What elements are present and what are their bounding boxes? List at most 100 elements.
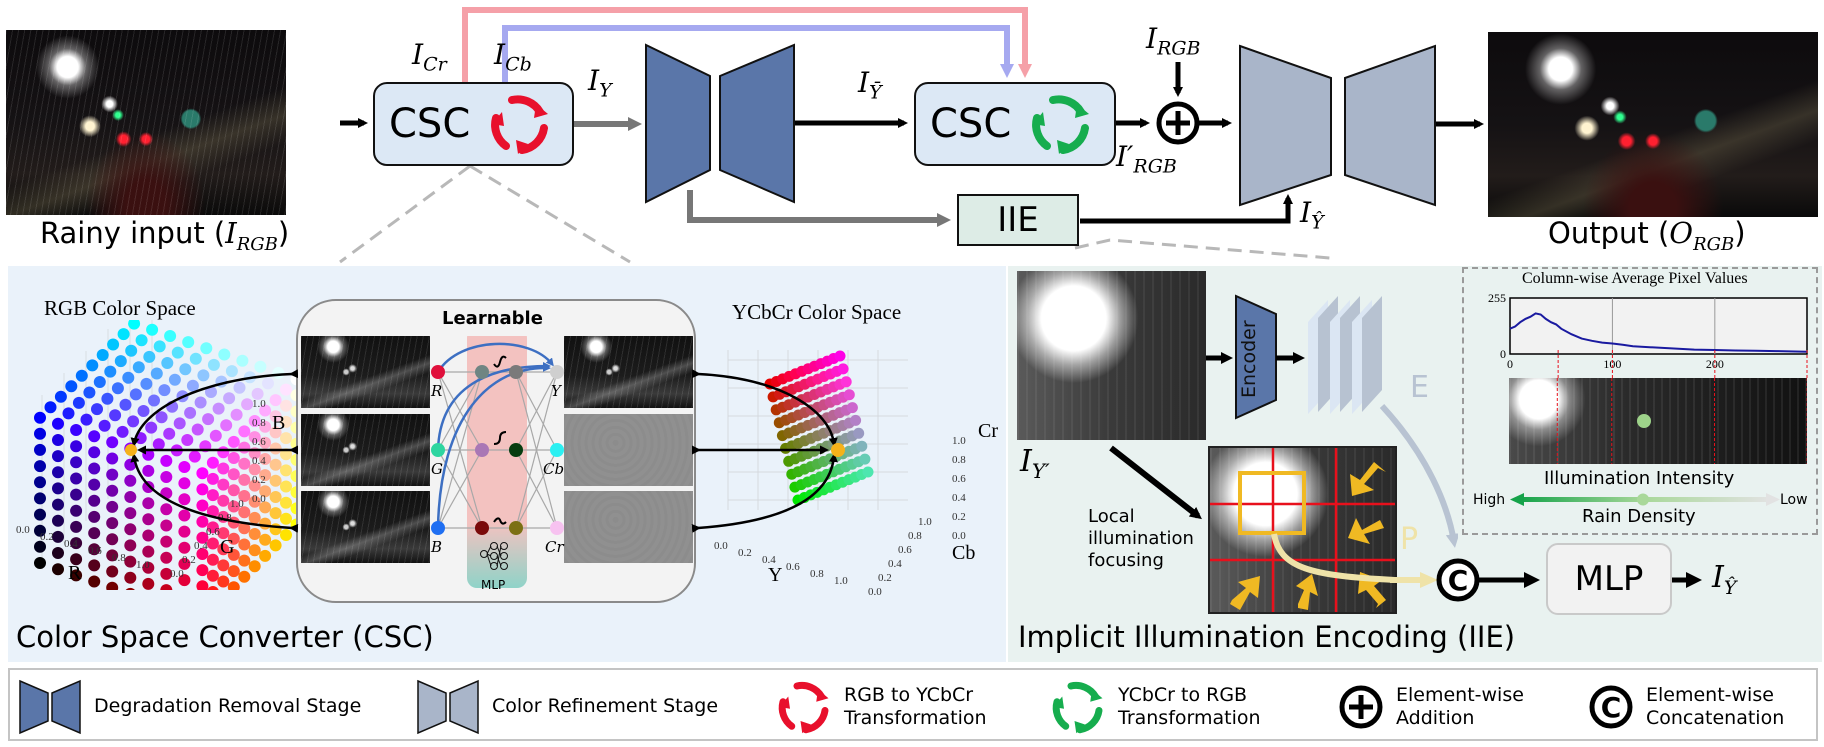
rainy-input-image [6, 30, 286, 215]
inset-chart-title: Column-wise Average Pixel Values [1522, 270, 1748, 287]
refinement-stage-icon [417, 679, 479, 734]
rgb-point [124, 539, 137, 552]
rgb-r-tick: 0.8 [112, 552, 126, 564]
node-label-r: R [431, 382, 443, 400]
output-caption-text: Output ( [1548, 216, 1670, 250]
rgb-point [106, 452, 119, 465]
rgb-point [65, 380, 78, 393]
rgb-point [160, 551, 173, 564]
label-i-cb: ICb [494, 38, 532, 76]
rgb-point [160, 535, 173, 548]
iie-flow [1109, 294, 1458, 548]
node-cr [550, 521, 564, 535]
iie-output-label: IŶ [1712, 560, 1737, 599]
node-y [550, 365, 564, 379]
rgb-point [111, 382, 124, 395]
rgb-point [52, 434, 64, 446]
rgb-point [119, 398, 132, 411]
rgb-g-tick: 0.4 [194, 540, 208, 552]
label-i-ybar: IȲ [858, 66, 882, 104]
rgb-point [128, 320, 141, 330]
rgb-axis-g-label: G [220, 536, 235, 558]
node-label-cb: Cb [543, 460, 565, 478]
rgb-point [238, 538, 251, 551]
illumination-analysis-inset [1462, 267, 1818, 535]
chart-x-tick: 0 [1507, 357, 1513, 371]
rgb-point [98, 419, 111, 432]
ycbcr-y-tick: 0.2 [738, 547, 752, 559]
rain-density-label: Rain Density [1582, 506, 1696, 527]
rgb-point [189, 352, 202, 365]
high-label: High [1473, 492, 1506, 508]
ycbcr-cr-tick: 0.0 [952, 530, 966, 542]
arrow-local-focus [1109, 445, 1202, 520]
channel-image-r [301, 336, 430, 408]
rgb-point [160, 567, 173, 580]
ycbcr-cb-tick: 0.4 [888, 558, 902, 570]
rgb-g-tick: 0.2 [182, 554, 196, 566]
rgb-point [248, 544, 261, 557]
csc-block-inverse[interactable]: CSC [914, 82, 1116, 166]
iie-mlp-block[interactable]: MLP [1546, 543, 1672, 615]
ycbcr-axis-y-label: Y [768, 564, 783, 586]
rgb-point [171, 346, 184, 359]
rgb-point [196, 531, 209, 544]
column-strip-image [1509, 378, 1807, 464]
mlp-network-icon [480, 542, 508, 570]
rgb-point [107, 338, 120, 351]
rgb-point [88, 559, 101, 572]
rgb-point [142, 561, 155, 574]
zoom-line-csc-left [339, 164, 471, 264]
color-mapping-arrows [125, 369, 845, 533]
rgb-point [196, 548, 209, 560]
pipeline-connectors [339, 7, 1484, 264]
rgb-point [34, 460, 46, 473]
svg-text:C: C [1448, 564, 1469, 597]
feature-maps [1308, 296, 1382, 414]
rgb-point [34, 508, 46, 521]
chart-y-tick: 255 [1488, 291, 1506, 305]
rainy-input-caption: Rainy input (IRGB) [40, 216, 290, 255]
rgb-to-ycbcr-icon [778, 681, 829, 733]
rgb-r-tick: 0.4 [64, 538, 78, 550]
rgb-point [207, 586, 219, 590]
rgb-point [259, 533, 272, 546]
iie-output-flow: C [1436, 558, 1702, 602]
iie-label: IIE [997, 200, 1039, 240]
iie-mlp-label: MLP [1574, 559, 1644, 599]
local-illumination-image [1208, 446, 1397, 614]
rgb-point [196, 580, 209, 590]
rgb-point [236, 354, 249, 367]
rgb-point [206, 537, 219, 550]
rgb-point [125, 587, 135, 590]
chart-series-line [1509, 312, 1808, 353]
rgb-point [143, 350, 156, 363]
rgb-point [88, 543, 101, 556]
ycbcr-sample-point [831, 443, 845, 457]
rgb-point [106, 436, 119, 449]
rgb-point [34, 476, 46, 489]
rgb-point [217, 559, 230, 572]
rain-density-marker [1637, 414, 1651, 428]
rgb-point [52, 563, 64, 576]
iie-block[interactable]: IIE [957, 194, 1079, 246]
rgb-point [116, 425, 129, 438]
arrow-iie-to-stage2 [1080, 194, 1293, 224]
encoder-block [1235, 294, 1277, 420]
rgb-point [34, 427, 46, 440]
rgb-point [88, 494, 101, 507]
csc-label: CSC [930, 101, 1012, 147]
rgb-point [106, 565, 119, 578]
node-label-y: Y [551, 382, 561, 400]
zoom-line-iie [1074, 238, 1331, 260]
rgb-point [88, 430, 101, 443]
rgb-point [52, 466, 64, 479]
iie-panel-title: Implicit Illumination Encoding (IIE) [1018, 620, 1516, 654]
ycbcr-cb-tick: 1.0 [918, 516, 932, 528]
csc-block-forward[interactable]: CSC [373, 82, 574, 166]
rgb-point [109, 409, 122, 422]
label-iy-prime: IY′ [1020, 444, 1050, 483]
